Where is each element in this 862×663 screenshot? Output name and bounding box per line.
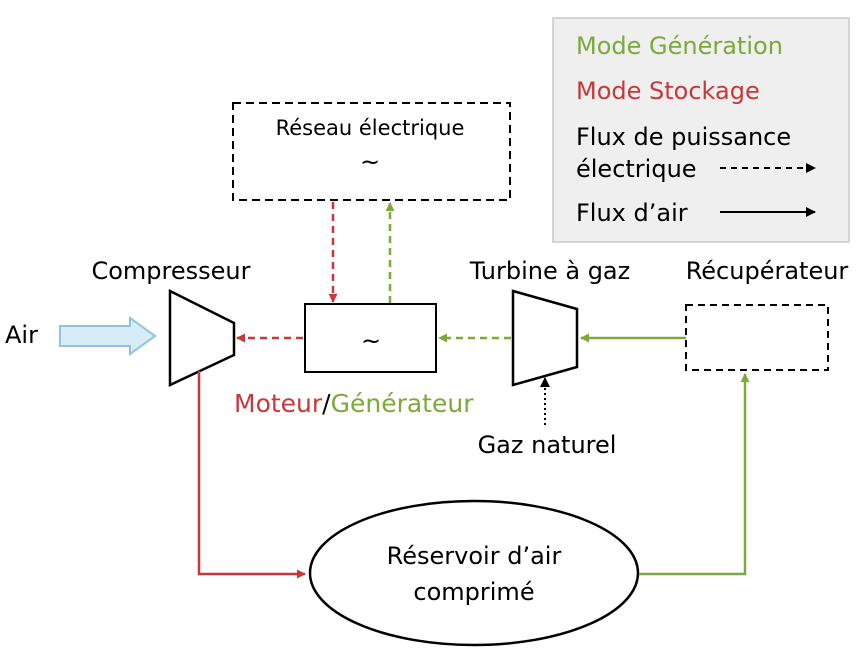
recuperator-label: Récupérateur: [686, 257, 849, 285]
compressor-to-reservoir-arrow: [197, 371, 306, 579]
reservoir-node: Réservoir d’air comprimé: [308, 499, 640, 647]
recuperator-box: [685, 304, 829, 371]
compressor-label: Compresseur: [91, 257, 250, 285]
generateur-label: Générateur: [331, 389, 475, 418]
moteur-label: Moteur: [234, 389, 323, 418]
reservoir-label-line2: comprimé: [413, 578, 534, 606]
reseau-node: Réseau électrique ~: [232, 102, 511, 201]
turbine-label: Turbine à gaz: [469, 257, 630, 285]
reservoir-label-line1: Réservoir d’air: [387, 542, 562, 570]
turbine-shape: [511, 289, 579, 387]
motor-generator-box: [304, 303, 437, 373]
legend: Mode Génération Mode Stockage Flux de pu…: [552, 17, 850, 243]
air-input-arrow: [59, 316, 157, 356]
legend-flux-puissance-line1: Flux de puissance: [576, 123, 791, 151]
label-separator: /: [322, 389, 331, 418]
legend-box: [552, 17, 850, 243]
motor-generator-node: ~: [304, 303, 437, 373]
legend-mode-generation: Mode Génération: [576, 32, 783, 60]
reseau-box: [232, 102, 511, 201]
legend-mode-stockage: Mode Stockage: [576, 77, 760, 105]
air-label: Air: [5, 321, 38, 349]
natural-gas-label: Gaz naturel: [478, 431, 617, 459]
reservoir-ellipse: [308, 499, 640, 647]
motor-generator-label: Moteur/Générateur: [234, 389, 474, 418]
reseau-ac-symbol: ~: [360, 148, 380, 176]
legend-flux-air: Flux d’air: [576, 199, 688, 227]
reservoir-to-recuperator-arrow: [639, 373, 750, 576]
compressor-shape: [168, 288, 236, 387]
reseau-label: Réseau électrique: [276, 116, 465, 140]
legend-flux-puissance-line2: électrique: [576, 155, 697, 183]
motor-generator-ac-symbol: ~: [361, 327, 381, 355]
